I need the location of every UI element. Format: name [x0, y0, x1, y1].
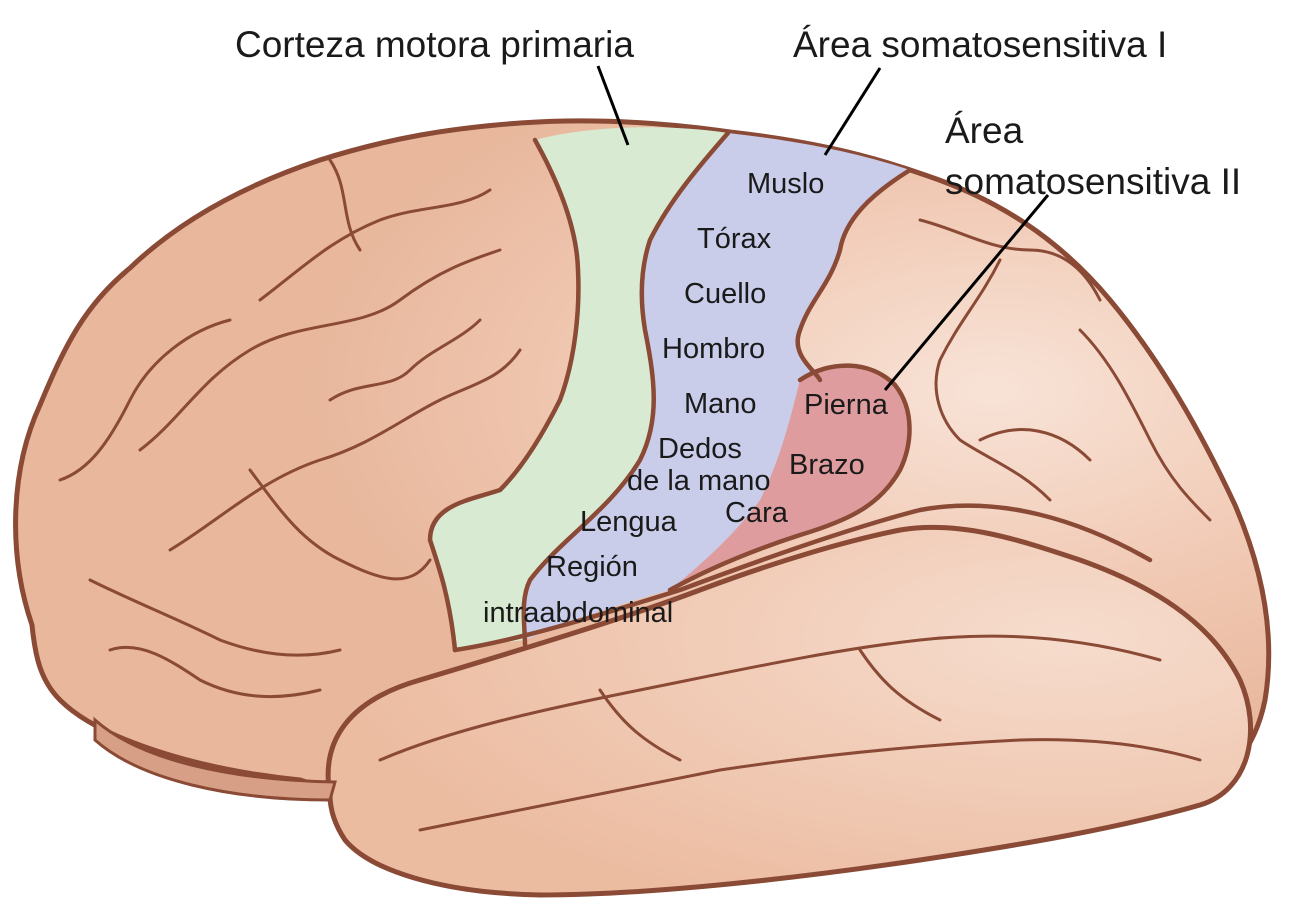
label-somatosensory-2-line1: Área [945, 110, 1024, 151]
label-face: Cara [725, 497, 789, 529]
label-leg: Pierna [804, 389, 889, 421]
label-thorax: Tórax [697, 223, 772, 255]
label-tongue: Lengua [580, 506, 678, 538]
label-somatosensory-1: Área somatosensitiva I [793, 24, 1167, 65]
label-thigh: Muslo [747, 168, 824, 200]
label-abdominal-line2: intraabdominal [483, 597, 673, 629]
label-fingers-line2: de la mano [627, 465, 771, 497]
label-hand: Mano [684, 388, 757, 420]
label-fingers-line1: Dedos [658, 433, 742, 465]
label-neck: Cuello [684, 278, 766, 310]
label-shoulder: Hombro [662, 333, 765, 365]
label-somatosensory-2-line2: somatosensitiva II [945, 161, 1241, 202]
leader-area-1 [825, 68, 880, 155]
label-arm: Brazo [789, 449, 865, 481]
label-abdominal-line1: Región [546, 551, 638, 583]
label-motor-cortex: Corteza motora primaria [235, 24, 634, 65]
